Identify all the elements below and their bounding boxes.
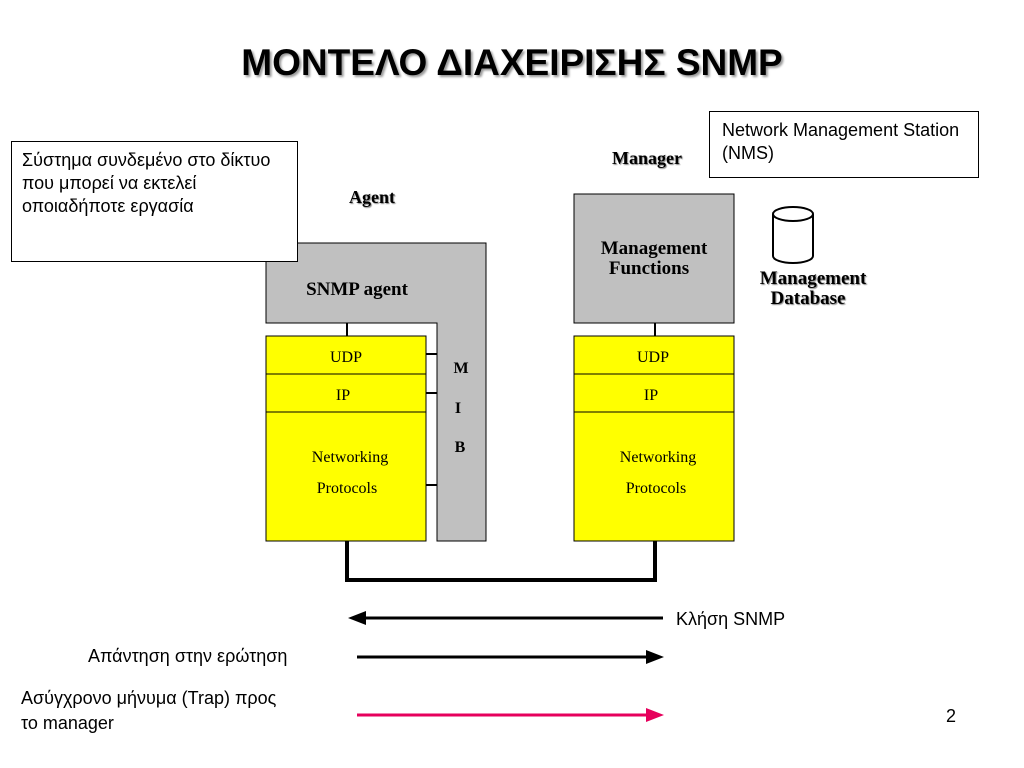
response-arrow	[357, 650, 664, 664]
manager-networking-label-line2: Protocols	[626, 480, 686, 497]
agent-ip-label: IP	[336, 387, 350, 404]
agent-connectors	[346, 323, 437, 486]
page-title: ΜΟΝΤΕΛΟ ΔΙΑΧΕΙΡΙΣΗΣ SNMP	[241, 42, 783, 83]
mib-letter-i: I	[455, 400, 461, 417]
manager-ip-layer	[573, 373, 735, 413]
manager-ip-label: IP	[644, 387, 658, 404]
management-functions-block	[573, 193, 735, 324]
trap-arrow	[357, 708, 664, 722]
manager-networking-label-line1: Networking	[620, 449, 696, 466]
mib-letter-b: B	[455, 439, 466, 456]
nms-description-callout: Network Management Station (NMS)	[709, 111, 979, 178]
trap-label-line2: το manager	[21, 713, 114, 733]
management-functions-label-line2: Functions	[609, 258, 689, 279]
management-database-label-line1: Management	[760, 268, 867, 289]
management-functions-label-line1: Management	[601, 238, 708, 259]
manager-udp-label: UDP	[637, 349, 669, 366]
management-database-label-line2: Database	[771, 288, 846, 309]
agent-ip-layer	[265, 373, 427, 413]
agent-networking-layer	[265, 411, 427, 542]
agent-protocol-stack	[265, 335, 427, 542]
agent-networking-label-line1: Networking	[312, 449, 388, 466]
agent-networking-label-line2: Protocols	[317, 480, 377, 497]
snmp-request-arrow	[348, 611, 663, 625]
manager-udp-layer	[573, 335, 735, 375]
network-link	[345, 541, 657, 582]
trap-label-line1: Ασύγχρονο μήνυμα (Trap) προς	[21, 688, 277, 708]
database-icon	[772, 206, 814, 264]
manager-label: Manager	[612, 148, 682, 168]
mib-letter-m: M	[453, 360, 468, 377]
agent-label: Agent	[349, 187, 395, 207]
snmp-agent-block	[265, 242, 487, 542]
snmp-request-label: Κλήση SNMP	[676, 609, 786, 629]
manager-protocol-stack	[573, 335, 735, 542]
page-number: 2	[946, 706, 957, 726]
manager-networking-layer	[573, 411, 735, 542]
response-label: Απάντηση στην ερώτηση	[88, 646, 288, 666]
agent-udp-layer	[265, 335, 427, 375]
agent-description-callout: Σύστημα συνδεμένο στο δίκτυο που μπορεί …	[11, 141, 298, 262]
agent-udp-label: UDP	[330, 349, 362, 366]
snmp-agent-label: SNMP agent	[306, 279, 409, 300]
